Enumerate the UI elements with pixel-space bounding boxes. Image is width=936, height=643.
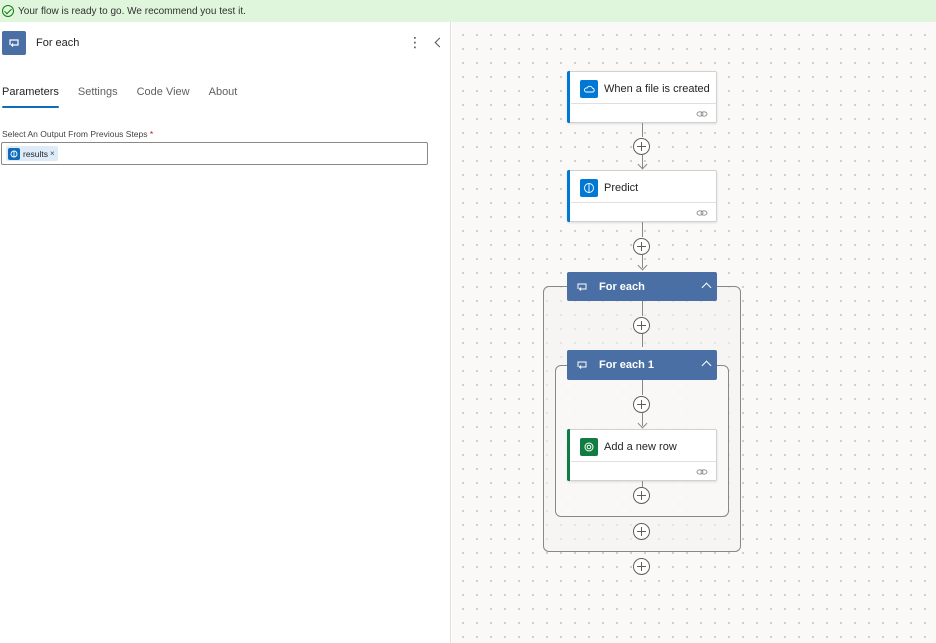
add-action-plus-icon[interactable] [633,523,650,540]
scope-label: For each 1 [599,359,655,371]
panel-title: For each [36,37,80,49]
connector-line [642,123,643,137]
loop-icon [2,31,26,55]
card-accent [567,429,570,481]
add-action-plus-icon[interactable] [633,396,650,413]
add-action-plus-icon[interactable] [633,138,650,155]
connector-line [642,155,643,168]
checkmark-circle-icon [2,5,14,17]
add-action-plus-icon[interactable] [633,317,650,334]
add-action-plus-icon[interactable] [633,558,650,575]
loop-icon [577,282,587,292]
action-card-predict[interactable]: Predict [567,170,717,222]
connector-line [642,413,643,426]
add-action-plus-icon[interactable] [633,487,650,504]
onedrive-icon [580,80,598,98]
for-each-header[interactable]: For each [567,272,717,301]
more-options-icon[interactable]: ⋮ [408,34,422,50]
connector-arrow [637,159,648,170]
connector-line [642,255,643,268]
required-mark: * [149,129,154,139]
card-divider [571,461,716,462]
loop-icon [577,360,587,370]
card-divider [571,103,716,104]
connector-line [642,222,643,237]
card-accent [567,71,570,123]
trigger-card-when-file-created[interactable]: When a file is created [567,71,717,123]
field-label: Select An Output From Previous Steps * [2,129,153,139]
tab-about[interactable]: About [208,86,238,98]
tab-parameters[interactable]: Parameters [2,86,59,108]
add-action-plus-icon[interactable] [633,238,650,255]
success-banner: Your flow is ready to go. We recommend y… [0,0,936,22]
link-icon [696,469,708,475]
scope-label: For each [599,280,645,293]
action-details-panel: For each ⋮ Parameters Settings Code View… [0,22,451,643]
banner-text: Your flow is ready to go. We recommend y… [18,5,246,17]
card-label: Predict [604,182,639,194]
connector-arrow [637,260,648,271]
card-label: Add a new row [604,441,677,453]
tab-code-view[interactable]: Code View [136,86,190,98]
link-icon [696,111,708,117]
flow-canvas[interactable]: When a file is created Predict For each [452,22,936,643]
tab-settings[interactable]: Settings [77,86,118,98]
collapse-chevron-icon[interactable] [701,281,711,289]
token-remove-icon[interactable]: × [50,149,55,158]
collapse-panel-icon[interactable] [432,36,444,50]
output-select-input[interactable]: results × [1,142,428,165]
token-label: results [23,148,49,159]
connector-line [642,481,643,487]
connector-line [642,301,643,316]
connector-line [642,334,643,347]
action-card-add-new-row[interactable]: Add a new row [567,429,717,481]
link-icon [696,210,708,216]
connector-line [642,380,643,395]
ai-model-icon [8,147,20,160]
panel-tabs: Parameters Settings Code View About [2,86,256,108]
dataverse-icon [580,438,598,456]
card-divider [571,202,716,203]
field-label-text: Select An Output From Previous Steps [2,129,148,139]
card-label: When a file is created [604,83,710,95]
card-accent [567,170,570,222]
for-each-1-header[interactable]: For each 1 [567,350,717,380]
results-token[interactable]: results × [6,146,58,161]
collapse-chevron-icon[interactable] [701,359,711,367]
ai-builder-icon [580,179,598,197]
